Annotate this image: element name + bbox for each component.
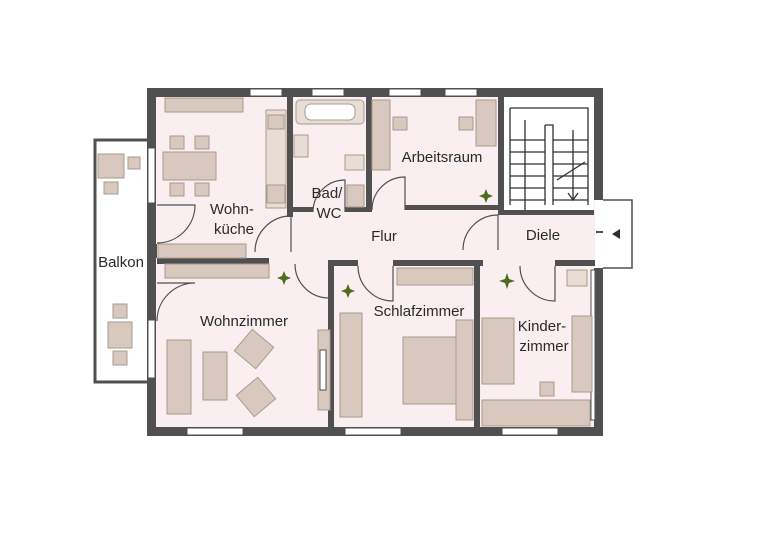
plant-icon	[341, 284, 355, 298]
window-bedroom	[344, 427, 402, 436]
chair-icon	[539, 381, 555, 397]
label-schlafzimmer: Schlafzimmer	[374, 303, 465, 320]
door-living	[294, 263, 330, 299]
windows	[147, 88, 596, 436]
window-kitchen-side	[147, 147, 156, 204]
door-diele	[462, 214, 499, 251]
window-living	[186, 427, 244, 436]
bed-frame	[455, 319, 474, 421]
office-furniture	[371, 99, 497, 171]
label-diele: Diele	[526, 227, 560, 244]
staircase	[504, 97, 594, 210]
kids-desk	[481, 399, 591, 427]
armchair-icon	[235, 376, 277, 418]
door-kitchen	[254, 215, 292, 253]
bedroom-furniture	[339, 267, 474, 421]
kitchen-counter	[265, 109, 287, 209]
plant-icon	[479, 189, 493, 203]
office-desk	[475, 99, 497, 147]
entrance	[596, 199, 633, 269]
chair-icon	[169, 182, 185, 197]
door-balcony-kitchen	[156, 204, 196, 244]
table-icon	[97, 153, 125, 179]
table-icon	[202, 351, 228, 401]
chair-icon	[194, 182, 210, 197]
door-kids	[519, 265, 556, 302]
doors	[156, 176, 556, 322]
plants	[277, 189, 515, 298]
window-living-side	[147, 319, 156, 379]
label-arbeitsraum: Arbeitsraum	[402, 149, 483, 166]
label-wohnzimmer: Wohnzimmer	[200, 313, 288, 330]
window-kitchen	[249, 88, 283, 97]
label-bad-wc: Bad/ WC	[311, 185, 346, 222]
chair-icon	[103, 181, 119, 195]
chair-icon	[112, 350, 128, 366]
wardrobe	[396, 267, 474, 286]
sink-icon	[344, 154, 365, 171]
kitchen-furniture	[157, 97, 287, 259]
label-flur: Flur	[371, 228, 397, 245]
bathroom-fixtures	[293, 99, 365, 208]
kitchen-sideboard	[164, 97, 244, 113]
chair-icon	[458, 116, 474, 131]
bath-cabinet	[346, 184, 365, 208]
stove-icon	[266, 184, 286, 204]
kids-shelf	[571, 315, 593, 393]
label-kinderzimmer: Kinder- zimmer	[518, 318, 571, 355]
sofa-icon	[166, 339, 192, 415]
kitchen-bench	[157, 243, 247, 259]
toilet-icon	[293, 134, 309, 158]
door-balcony-living	[156, 282, 196, 322]
balcony-furniture	[97, 153, 141, 366]
chair-icon	[112, 303, 128, 319]
sink-icon	[267, 114, 285, 130]
table-icon	[107, 321, 133, 349]
window-kids	[501, 427, 559, 436]
room-labels: Wohn- küche Bad/ WC Arbeitsraum Flur Die…	[98, 149, 571, 355]
inner-walls	[147, 97, 595, 432]
bedroom-cabinet	[339, 312, 363, 418]
plant-icon	[277, 271, 291, 285]
door-bath	[312, 179, 346, 213]
kids-furniture	[481, 269, 593, 427]
office-shelf	[371, 99, 391, 171]
chair-icon	[127, 156, 141, 170]
bed-icon	[481, 317, 515, 385]
chair-icon	[169, 135, 185, 150]
bed-icon	[402, 336, 462, 405]
armchair-icon	[233, 328, 275, 370]
door-office	[371, 176, 406, 211]
sink-icon	[566, 269, 588, 287]
living-furniture	[164, 263, 331, 418]
plant-icon	[499, 273, 515, 289]
chair-icon	[194, 135, 210, 150]
living-sideboard	[164, 263, 270, 279]
window-office-1	[388, 88, 422, 97]
label-balkon: Balkon	[98, 254, 144, 271]
window-bath	[311, 88, 345, 97]
label-wohnkueche: Wohn- küche	[210, 201, 258, 238]
table-icon	[162, 151, 217, 181]
window-office-2	[444, 88, 478, 97]
door-bedroom	[357, 265, 394, 302]
entrance-arrow-icon	[612, 229, 620, 239]
chair-icon	[392, 116, 408, 131]
